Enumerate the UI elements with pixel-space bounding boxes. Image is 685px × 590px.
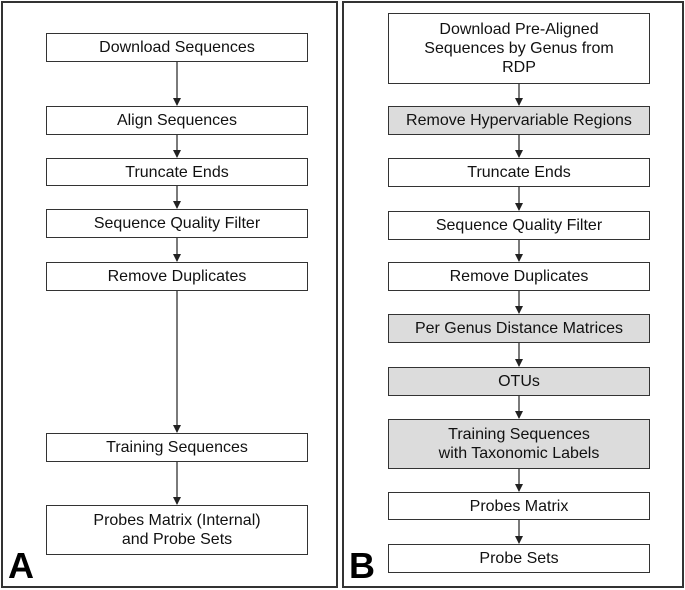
panel-a xyxy=(1,1,338,588)
step-otus: OTUs xyxy=(388,367,650,396)
step-training-sequences-labels: Training Sequences with Taxonomic Labels xyxy=(388,419,650,469)
step-align-sequences: Align Sequences xyxy=(46,106,308,135)
step-remove-duplicates-a: Remove Duplicates xyxy=(46,262,308,291)
panel-label-b: B xyxy=(349,545,375,586)
step-remove-hypervariable: Remove Hypervariable Regions xyxy=(388,106,650,135)
step-probes-matrix-internal: Probes Matrix (Internal) and Probe Sets xyxy=(46,505,308,555)
step-remove-duplicates-b: Remove Duplicates xyxy=(388,262,650,291)
step-distance-matrices: Per Genus Distance Matrices xyxy=(388,314,650,343)
step-probes-matrix: Probes Matrix xyxy=(388,492,650,520)
step-download-prealigned: Download Pre-Aligned Sequences by Genus … xyxy=(388,13,650,84)
step-quality-filter-b: Sequence Quality Filter xyxy=(388,211,650,240)
step-probe-sets: Probe Sets xyxy=(388,544,650,573)
step-truncate-ends-a: Truncate Ends xyxy=(46,158,308,186)
step-download-sequences: Download Sequences xyxy=(46,33,308,62)
step-truncate-ends-b: Truncate Ends xyxy=(388,158,650,187)
step-quality-filter-a: Sequence Quality Filter xyxy=(46,209,308,238)
panel-b xyxy=(342,1,684,588)
panel-label-a: A xyxy=(8,545,34,586)
step-training-sequences-a: Training Sequences xyxy=(46,433,308,462)
